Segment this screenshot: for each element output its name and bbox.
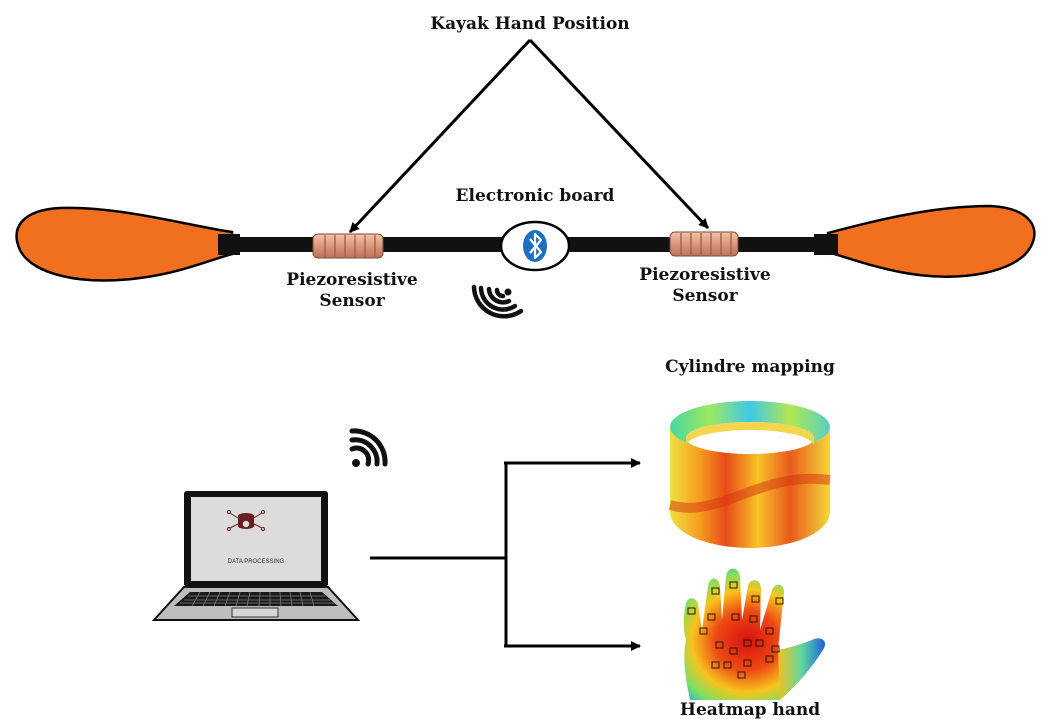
left-paddle-blade [15,206,234,282]
left-sensor-label: Piezoresistive Sensor [272,270,432,312]
wifi-icon [349,428,388,467]
right-sensor-label: Piezoresistive Sensor [625,265,785,307]
output-connectors [370,458,641,651]
signal-waves-icon [471,284,524,319]
bluetooth-icon [523,230,547,262]
hand-position-arrows [348,38,710,234]
left-sensor-label-line2: Sensor [319,291,385,311]
heatmap-hand-label: Heatmap hand [679,700,821,720]
cylinder-map [668,401,831,548]
electronic-board-label: Electronic board [455,186,615,206]
right-piezoresistive-sensor [669,231,739,257]
heatmap-hand [683,568,826,700]
left-sensor-label-line1: Piezoresistive [286,270,418,290]
right-sensor-label-line1: Piezoresistive [639,265,771,285]
electronic-board [499,220,571,272]
cylinder-mapping-label: Cylindre mapping [665,357,835,377]
kayak-hand-position-title: Kayak Hand Position [430,14,630,34]
right-paddle-blade [826,204,1036,278]
right-sensor-label-line2: Sensor [672,286,738,306]
database-gear-icon [227,510,265,531]
laptop-screen-text: DATA PROCESSING [228,559,285,565]
left-piezoresistive-sensor [312,233,384,259]
laptop [151,491,361,621]
